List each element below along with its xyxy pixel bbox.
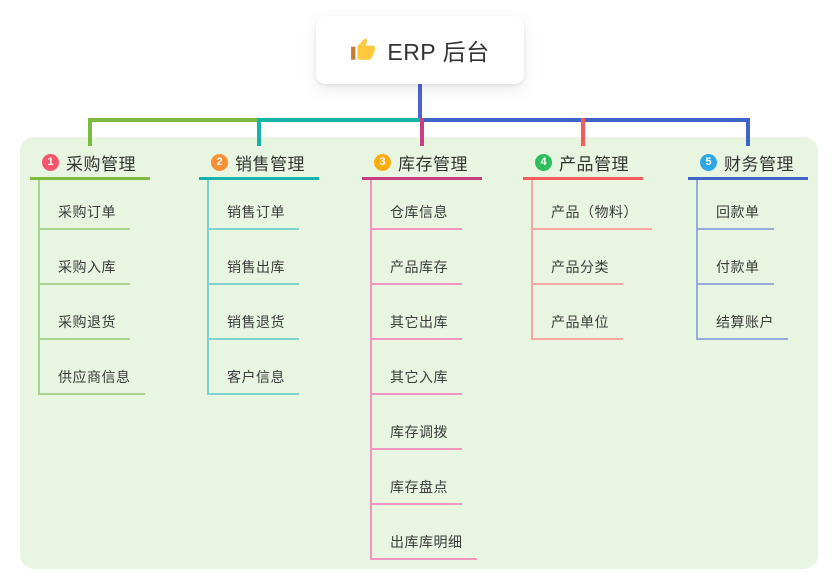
- child-node[interactable]: 供应商信息: [40, 340, 145, 395]
- child-node[interactable]: 采购订单: [40, 180, 130, 230]
- child-node[interactable]: 回款单: [698, 180, 774, 230]
- child-node[interactable]: 库存调拨: [372, 395, 462, 450]
- branch-title-label: 库存管理: [398, 155, 468, 174]
- branch-title-label: 财务管理: [724, 155, 794, 174]
- child-node-label: 其它出库: [390, 314, 448, 330]
- child-node[interactable]: 产品（物料）: [533, 180, 652, 230]
- root-node-label: ERP 后台: [387, 39, 490, 65]
- child-node[interactable]: 销售订单: [209, 180, 299, 230]
- child-node[interactable]: 其它入库: [372, 340, 462, 395]
- branch-children: 仓库信息 产品库存 其它出库 其它入库 库存调拨 库存盘点 出库库明细: [370, 180, 477, 560]
- trunk-line-left-teal: [259, 118, 422, 122]
- branch-children: 回款单 付款单 结算账户: [696, 180, 788, 340]
- child-node[interactable]: 付款单: [698, 230, 774, 285]
- child-node[interactable]: 产品单位: [533, 285, 623, 340]
- branch-drop-line: [257, 118, 261, 146]
- child-node[interactable]: 客户信息: [209, 340, 299, 395]
- child-node[interactable]: 结算账户: [698, 285, 788, 340]
- branch: 4 产品管理 产品（物料） 产品分类 产品单位: [523, 151, 652, 340]
- child-node-label: 付款单: [716, 259, 760, 275]
- branch-index-badge: 4: [535, 154, 552, 171]
- child-node-label: 产品（物料）: [551, 204, 638, 220]
- child-node[interactable]: 其它出库: [372, 285, 462, 340]
- child-node-label: 供应商信息: [58, 369, 131, 385]
- branch-title[interactable]: 3 库存管理: [362, 151, 482, 180]
- child-node-label: 销售订单: [227, 204, 285, 220]
- child-node-label: 结算账户: [716, 314, 774, 330]
- child-node[interactable]: 库存盘点: [372, 450, 462, 505]
- child-node[interactable]: 出库库明细: [372, 505, 477, 560]
- trunk-line-left-green: [88, 118, 259, 122]
- child-node-label: 采购退货: [58, 314, 116, 330]
- child-node-label: 产品库存: [390, 259, 448, 275]
- branch-index-badge: 2: [211, 154, 228, 171]
- child-node-label: 库存盘点: [390, 479, 448, 495]
- branch-title[interactable]: 4 产品管理: [523, 151, 643, 180]
- branch-children: 销售订单 销售出库 销售退货 客户信息: [207, 180, 299, 395]
- branch: 3 库存管理 仓库信息 产品库存 其它出库 其它入库 库存调拨 库存盘点 出库库…: [362, 151, 482, 560]
- child-node[interactable]: 产品库存: [372, 230, 462, 285]
- branch-children: 产品（物料） 产品分类 产品单位: [531, 180, 652, 340]
- child-node[interactable]: 仓库信息: [372, 180, 462, 230]
- branch-children: 采购订单 采购入库 采购退货 供应商信息: [38, 180, 145, 395]
- root-node[interactable]: ERP 后台: [316, 16, 524, 84]
- child-node-label: 采购入库: [58, 259, 116, 275]
- child-node[interactable]: 销售退货: [209, 285, 299, 340]
- child-node-label: 产品分类: [551, 259, 609, 275]
- child-node-label: 其它入库: [390, 369, 448, 385]
- branch: 2 销售管理 销售订单 销售出库 销售退货 客户信息: [199, 151, 319, 395]
- child-node-label: 产品单位: [551, 314, 609, 330]
- branch-index-badge: 5: [700, 154, 717, 171]
- branch-index-badge: 1: [42, 154, 59, 171]
- child-node[interactable]: 产品分类: [533, 230, 623, 285]
- branch-title-label: 产品管理: [559, 155, 629, 174]
- child-node[interactable]: 采购入库: [40, 230, 130, 285]
- child-node-label: 客户信息: [227, 369, 285, 385]
- child-node-label: 销售出库: [227, 259, 285, 275]
- branch-title[interactable]: 2 销售管理: [199, 151, 319, 180]
- trunk-line-right-blue: [422, 118, 750, 122]
- branch: 1 采购管理 采购订单 采购入库 采购退货 供应商信息: [30, 151, 150, 395]
- branch-title[interactable]: 1 采购管理: [30, 151, 150, 180]
- branch-drop-line: [581, 118, 585, 146]
- branch-index-badge: 3: [374, 154, 391, 171]
- child-node[interactable]: 采购退货: [40, 285, 130, 340]
- child-node-label: 销售退货: [227, 314, 285, 330]
- branch-drop-line: [746, 118, 750, 146]
- child-node-label: 出库库明细: [390, 534, 463, 550]
- thumbs-up-icon: [351, 38, 376, 60]
- child-node-label: 库存调拨: [390, 424, 448, 440]
- child-node-label: 回款单: [716, 204, 760, 220]
- branch-title[interactable]: 5 财务管理: [688, 151, 808, 180]
- branch-drop-line: [88, 118, 92, 146]
- child-node[interactable]: 销售出库: [209, 230, 299, 285]
- root-connector-line: [418, 84, 422, 122]
- branch-title-label: 销售管理: [235, 155, 305, 174]
- branch-title-label: 采购管理: [66, 155, 136, 174]
- branches-panel: [20, 137, 818, 569]
- child-node-label: 仓库信息: [390, 204, 448, 220]
- branch-drop-line: [420, 118, 424, 146]
- branch: 5 财务管理 回款单 付款单 结算账户: [688, 151, 808, 340]
- child-node-label: 采购订单: [58, 204, 116, 220]
